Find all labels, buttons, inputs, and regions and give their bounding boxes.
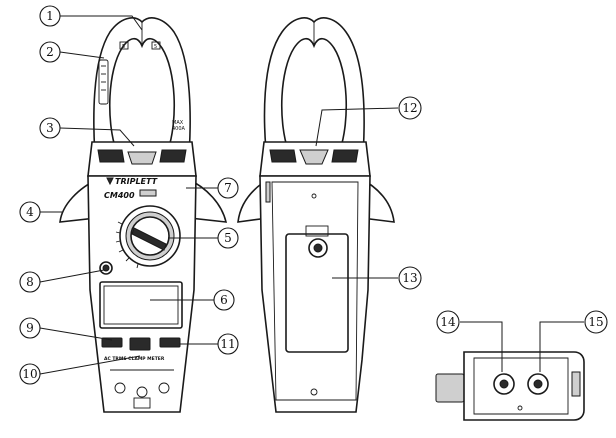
svg-text:11: 11 bbox=[220, 337, 235, 351]
svg-text:15: 15 bbox=[588, 315, 603, 329]
callout-9: 9 bbox=[19, 317, 41, 339]
svg-text:9: 9 bbox=[26, 321, 34, 335]
leader-lines bbox=[39, 15, 584, 375]
callout-4: 4 bbox=[19, 201, 41, 223]
svg-text:12: 12 bbox=[402, 101, 417, 115]
svg-text:4: 4 bbox=[26, 205, 34, 219]
callout-6: 6 bbox=[213, 289, 235, 311]
battery-cover bbox=[285, 233, 349, 353]
svg-text:5: 5 bbox=[224, 231, 232, 245]
svg-text:6: 6 bbox=[220, 293, 228, 307]
callout-1: 1 bbox=[39, 5, 61, 27]
model-label: CM400 bbox=[104, 191, 135, 200]
callout-5: 5 bbox=[217, 227, 239, 249]
svg-text:8: 8 bbox=[26, 275, 34, 289]
front-view: 5 5 MAX 400A TRIPLETT CM400 bbox=[59, 17, 228, 413]
callout-15: 15 bbox=[584, 310, 608, 334]
svg-text:7: 7 bbox=[224, 181, 232, 195]
bottom-body bbox=[463, 351, 585, 421]
callout-14: 14 bbox=[436, 310, 460, 334]
callout-11: 11 bbox=[217, 333, 239, 355]
lcd-display bbox=[99, 281, 183, 329]
max-value: 400A bbox=[172, 126, 186, 132]
callout-3: 3 bbox=[39, 117, 61, 139]
svg-text:2: 2 bbox=[46, 45, 54, 59]
button-center[interactable] bbox=[129, 337, 151, 351]
callout-7: 7 bbox=[217, 177, 239, 199]
callout-13: 13 bbox=[398, 266, 422, 290]
max-label: MAX bbox=[172, 120, 184, 126]
callout-2: 2 bbox=[39, 41, 61, 63]
svg-text:14: 14 bbox=[440, 315, 456, 329]
front-jaw-inner bbox=[109, 37, 175, 159]
jaw-mark-left: 5 bbox=[122, 44, 125, 50]
brand-label: TRIPLETT bbox=[115, 177, 158, 186]
svg-text:1: 1 bbox=[46, 9, 54, 23]
svg-text:3: 3 bbox=[46, 121, 54, 135]
callout-10: 10 bbox=[19, 363, 41, 385]
bottom-view bbox=[435, 351, 585, 421]
svg-text:13: 13 bbox=[402, 271, 417, 285]
button-right[interactable] bbox=[159, 337, 181, 348]
callout-12: 12 bbox=[398, 96, 422, 120]
back-view bbox=[237, 17, 395, 413]
svg-text:10: 10 bbox=[22, 367, 37, 381]
back-jaw-inner bbox=[281, 37, 347, 159]
button-left[interactable] bbox=[101, 337, 123, 348]
jaw-mark-right: 5 bbox=[154, 44, 157, 50]
subtitle-label: AC TRMS CLAMP METER bbox=[104, 356, 165, 362]
callout-8: 8 bbox=[19, 271, 41, 293]
